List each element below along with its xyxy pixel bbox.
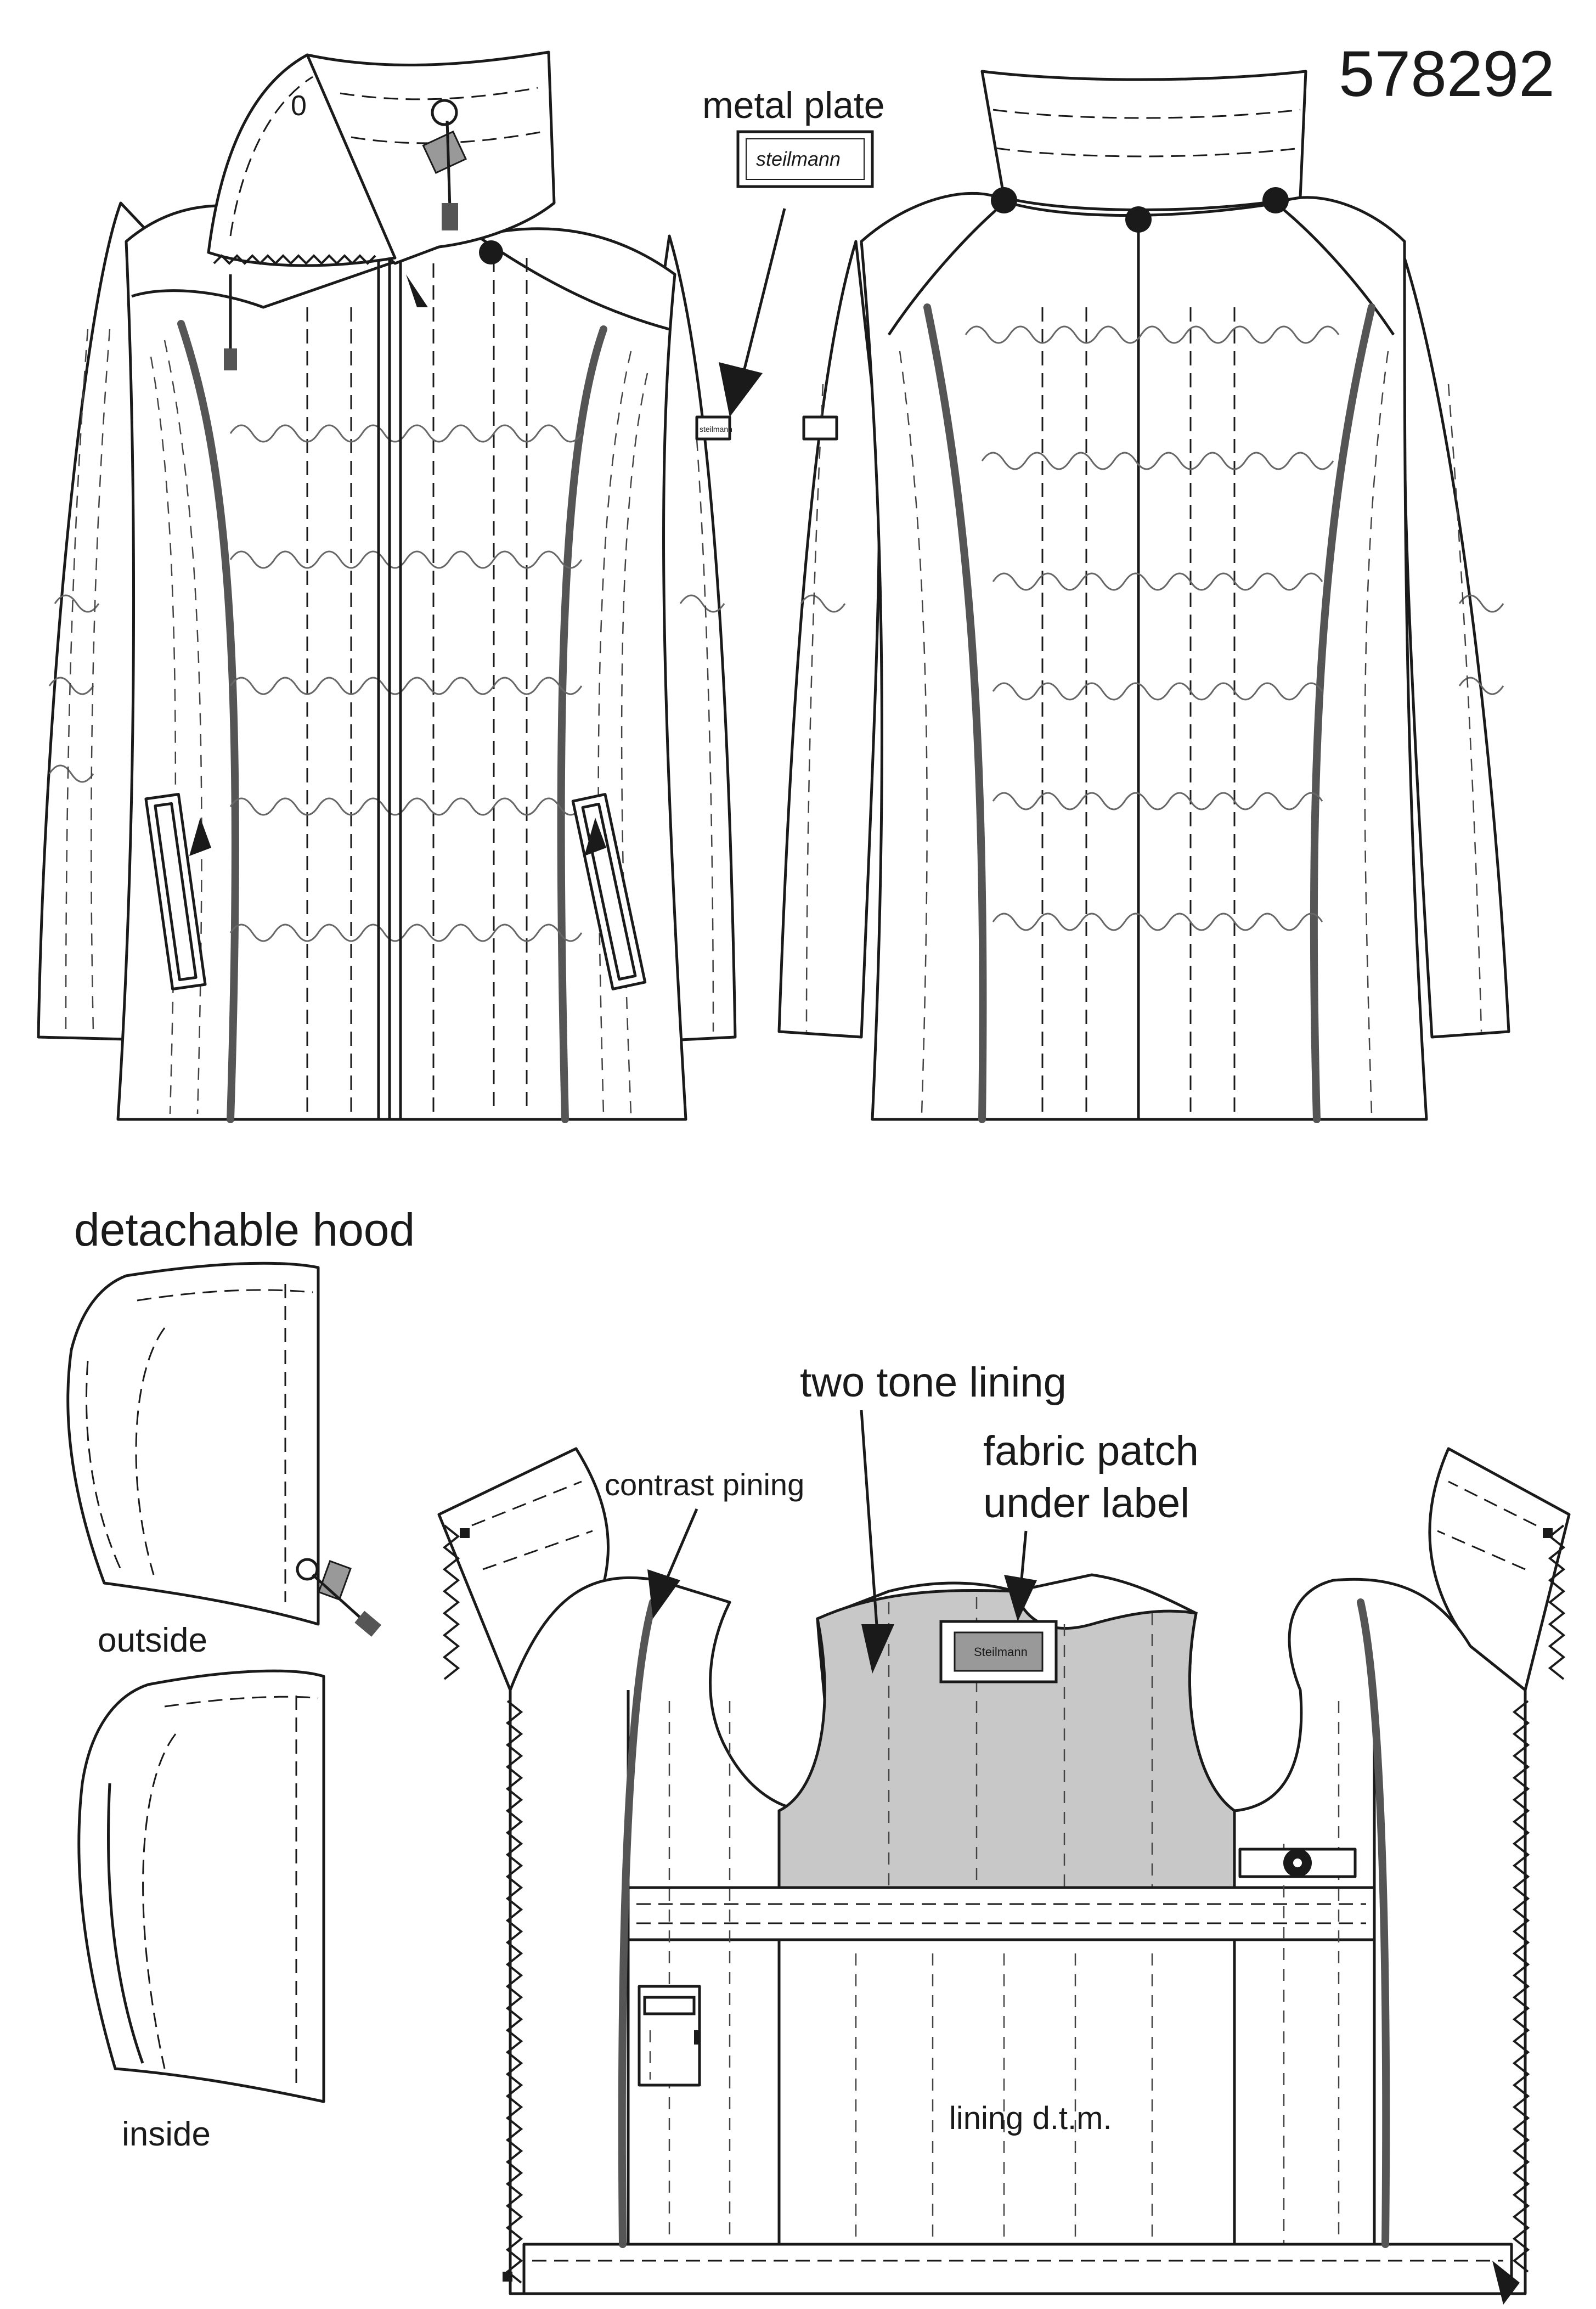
hood-outside-label: outside (98, 1621, 207, 1659)
back-collar-button-left-icon (991, 187, 1017, 213)
lining-dtm-label: lining d.t.m. (949, 2100, 1112, 2136)
front-pocket-left (144, 793, 211, 990)
hood-inside-label: inside (122, 2115, 211, 2153)
drawcord-stopper-icon (224, 348, 237, 370)
front-collar-flap (207, 53, 397, 267)
inside-chest-pocket (1238, 1848, 1357, 1878)
inside-piping-right (1357, 1598, 1390, 2248)
metal-plate-arrow-icon (719, 362, 763, 417)
back-sleeve-badge (802, 415, 838, 441)
back-left-sleeve (777, 240, 881, 1039)
collar-toggle-icon (422, 99, 467, 230)
zip-pull-icon (1492, 2261, 1520, 2305)
front-piping-right (557, 325, 607, 1123)
front-pocket-right (571, 793, 647, 990)
two-tone-lining-arrow-icon (861, 1624, 894, 1674)
hood-outside (66, 1261, 381, 1637)
back-quilt-rows (800, 325, 1504, 931)
front-yoke-right (476, 234, 670, 331)
hood-toggle-icon (296, 1558, 381, 1637)
inner-label-patch: Steilmann (939, 1620, 1058, 1683)
inside-callouts: two tone lining fabric patch under label… (605, 1359, 1199, 2136)
back-piping-left (923, 303, 987, 1123)
inside-zip-right (1512, 1524, 1566, 2273)
two-tone-lining-label: two tone lining (800, 1359, 1067, 1406)
back-right-sleeve (1397, 240, 1510, 1039)
metal-plate-callout: metal plate steilmann (702, 85, 885, 417)
front-sleeve-badge (695, 415, 731, 441)
contrast-piping-label: contrast pining (605, 1467, 804, 1502)
inside-hem-band (522, 2243, 1513, 2295)
metal-plate-label: metal plate (702, 85, 885, 126)
back-view (777, 70, 1510, 1123)
contrast-piping-arrow-icon (647, 1569, 680, 1619)
inside-zip-left (442, 1524, 523, 2284)
fabric-patch-label-line1: fabric patch (983, 1428, 1199, 1474)
metal-plate-brand: steilmann (756, 148, 841, 170)
front-yoke-left (131, 256, 407, 309)
two-tone-lining-panel (777, 1589, 1236, 1889)
inside-piping-left (618, 1598, 657, 2248)
back-body (860, 192, 1428, 1121)
fabric-patch-arrow-icon (1004, 1575, 1037, 1621)
front-collar-zigzag (213, 254, 376, 265)
inner-label-text: Steilmann (974, 1645, 1028, 1659)
svg-text:steilmann: steilmann (700, 425, 732, 433)
style-number: 578292 (1339, 38, 1555, 110)
collar-mark: 0 (291, 90, 307, 122)
back-collar (980, 70, 1307, 211)
front-quilt-rows (48, 424, 725, 942)
inside-waist-band (627, 1886, 1376, 1941)
back-piping-right (1310, 303, 1375, 1123)
fabric-patch-label-line2: under label (983, 1480, 1189, 1527)
front-piping-left (177, 320, 239, 1123)
hood-title: detachable hood (74, 1204, 415, 1255)
collar-button-icon (479, 240, 503, 264)
hood-inside (77, 1669, 325, 2103)
inside-small-pocket (638, 1985, 701, 2087)
front-view: 0 steilmann (37, 50, 737, 1123)
inside-view: Steilmann (437, 1447, 1571, 2305)
